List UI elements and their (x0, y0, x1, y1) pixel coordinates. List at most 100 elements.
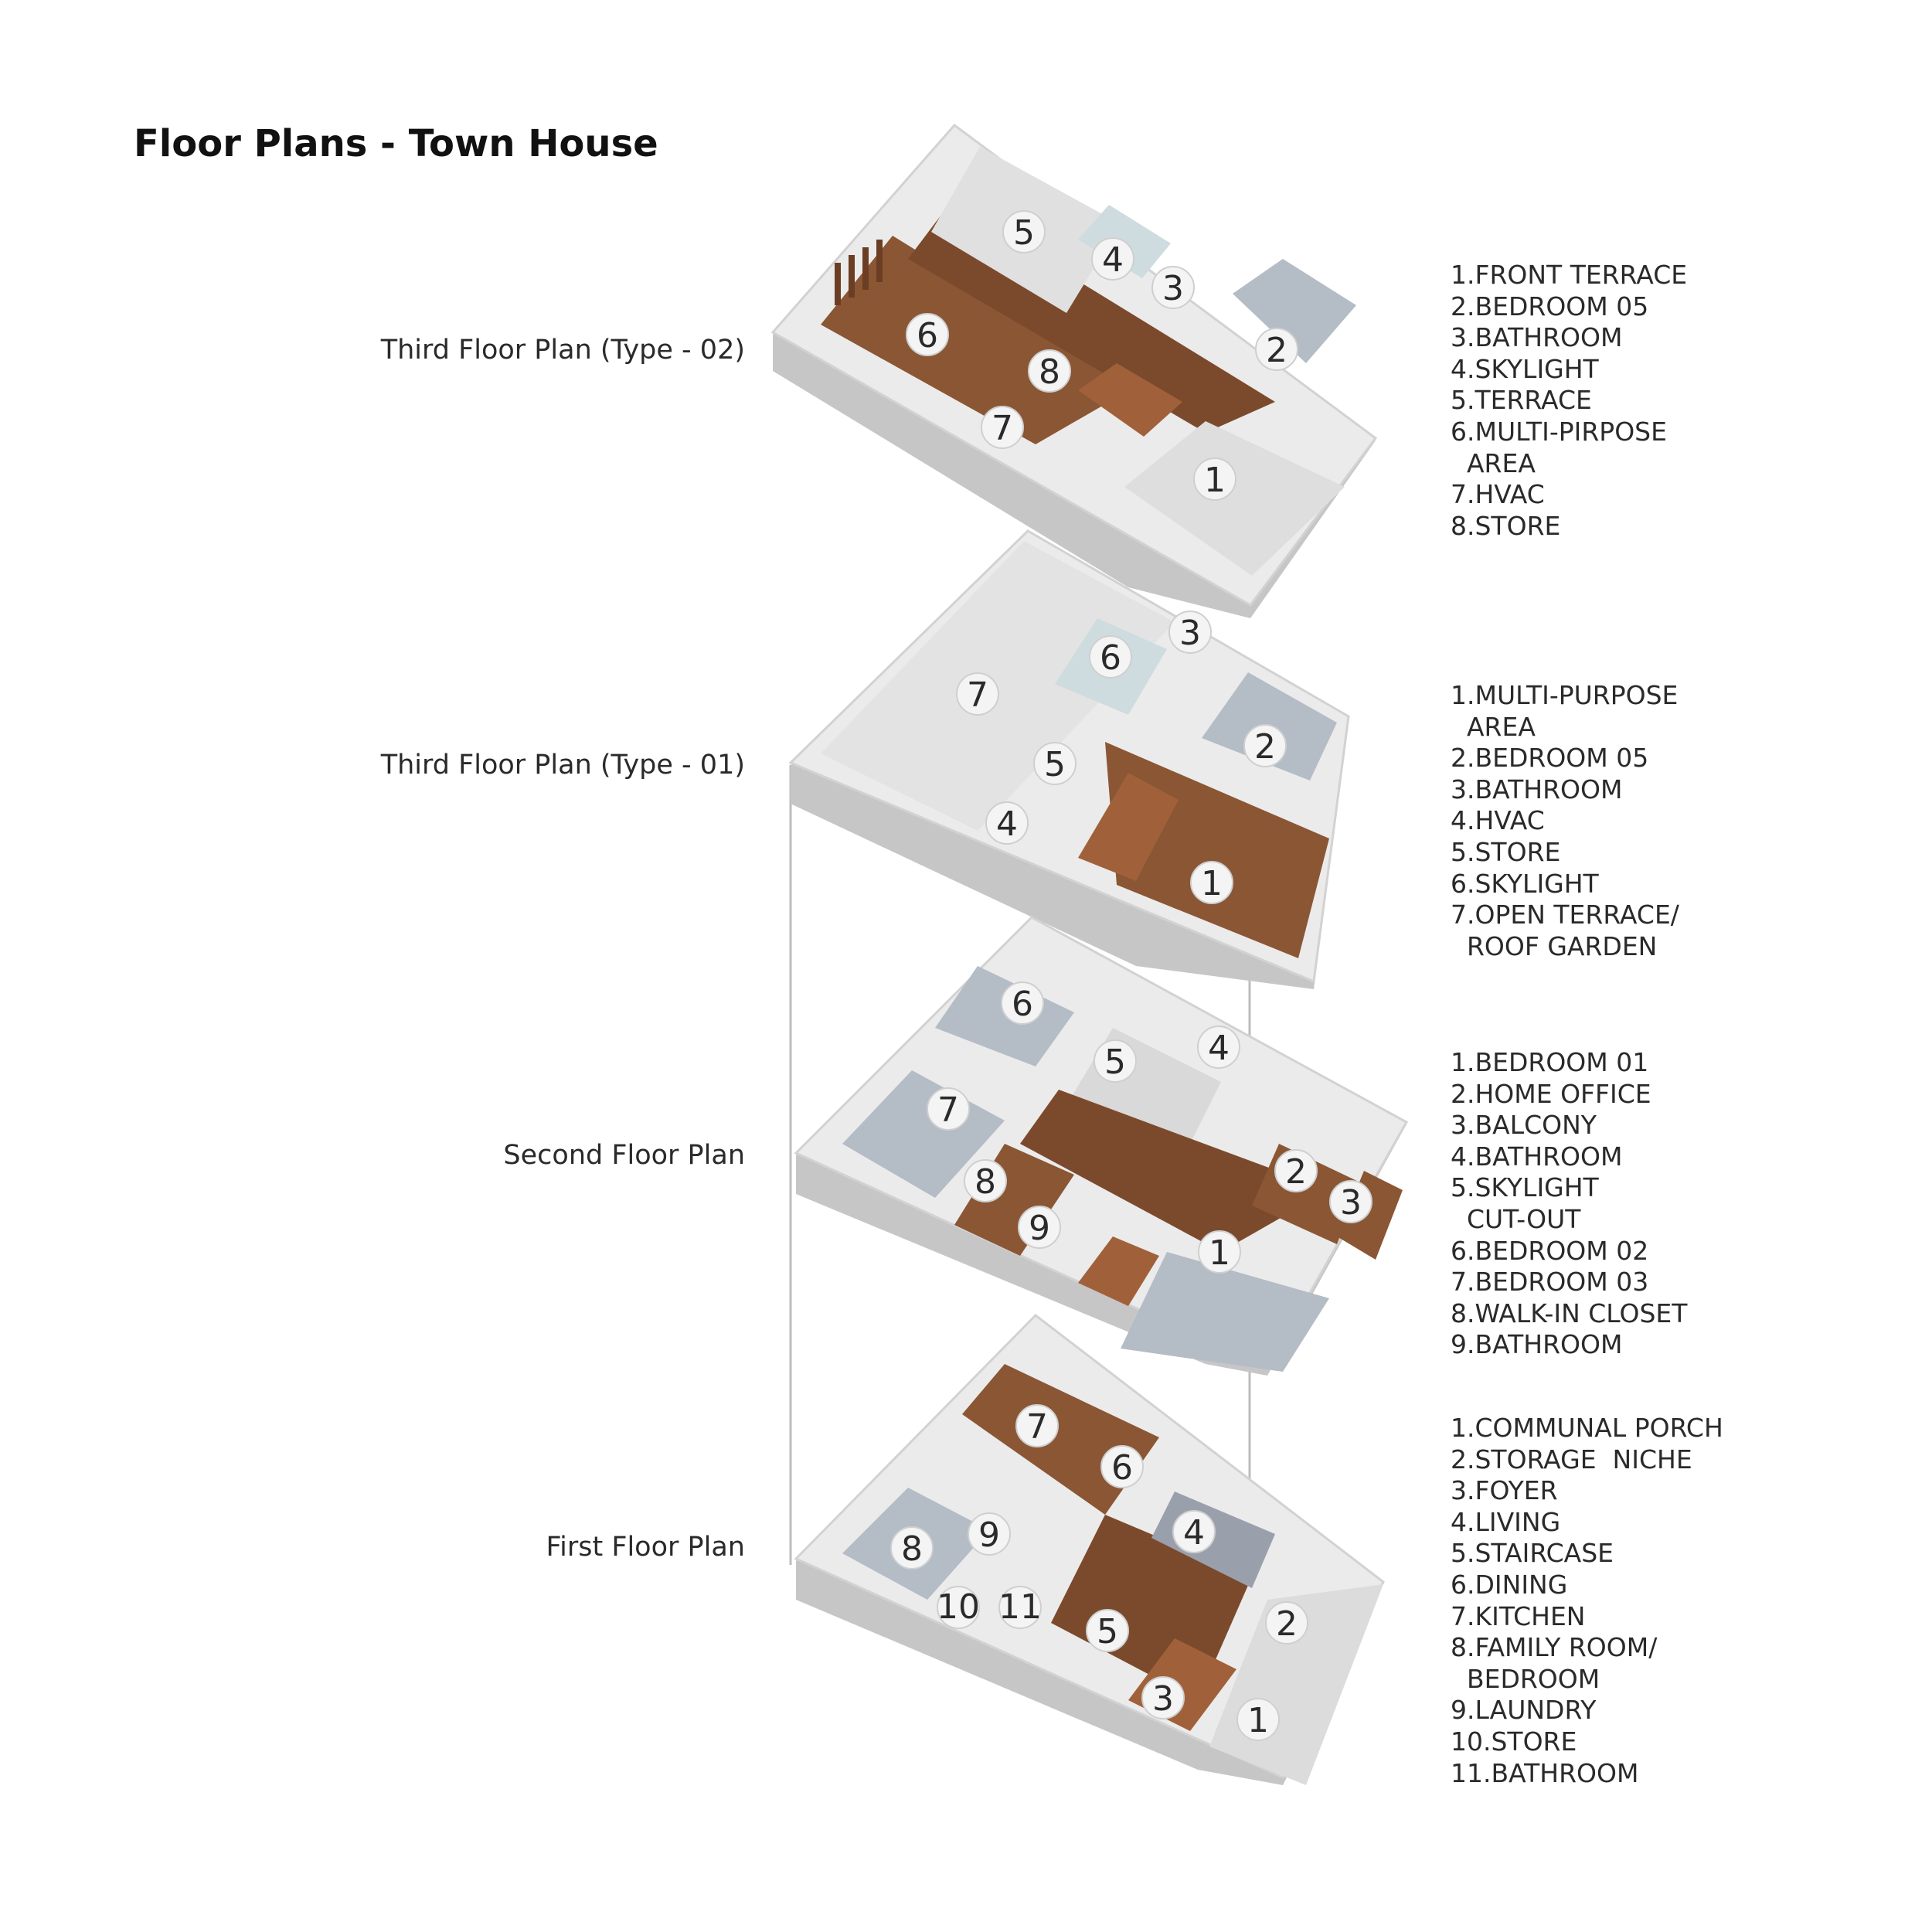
legend-item: 8.FAMILY ROOM/ (1451, 1632, 1658, 1663)
badge-number: 7 (967, 675, 988, 715)
badge-circle (890, 1526, 934, 1570)
badge-number: 4 (996, 804, 1018, 844)
badge-number: 2 (1266, 331, 1287, 370)
badge-circle (1091, 237, 1134, 281)
badge-circle (1193, 457, 1236, 501)
bedroom-02-floor (935, 966, 1074, 1066)
open-terrace-floor (821, 541, 1175, 831)
legend-item: 2.BEDROOM 05 (1451, 291, 1649, 321)
legend-item: 5.TERRACE (1451, 385, 1592, 416)
third-floor-type-01-label: Third Floor Plan (Type - 01) (380, 750, 745, 781)
louver (835, 263, 841, 305)
staircase (1078, 1236, 1159, 1306)
legend-item: BEDROOM (1451, 1663, 1600, 1694)
badge-number: 9 (978, 1515, 1000, 1555)
badge-circle (1255, 328, 1298, 371)
walk-in-closet-floor (954, 1144, 1074, 1256)
bedroom-01-floor (1121, 1252, 1329, 1372)
room-badges: 1 2 3 4 5 6 7 (956, 611, 1287, 904)
badge-circle (1168, 611, 1212, 654)
legend-item: 3.BATHROOM (1451, 774, 1623, 804)
badge-number: 8 (901, 1529, 923, 1569)
badge-circle (1094, 1039, 1137, 1083)
third-floor-type-01-plan: 1 2 3 4 5 6 7 (788, 529, 1350, 989)
badge-circle (1033, 742, 1077, 785)
badge-circle (906, 313, 949, 356)
badge-number: 6 (1012, 985, 1033, 1024)
legend-item: 2.STORAGE NICHE (1451, 1444, 1692, 1475)
badge-circle (1236, 1698, 1280, 1741)
legend-item: 4.HVAC (1451, 805, 1545, 836)
legend-item: 7.OPEN TERRACE/ (1451, 900, 1679, 930)
badge-number: 3 (1152, 1679, 1174, 1719)
badge-number: 1 (1201, 864, 1223, 903)
window-louvers (835, 240, 883, 305)
badge-circle (1329, 1180, 1372, 1223)
legend-item: 7.HVAC (1451, 479, 1545, 510)
badge-number: 4 (1183, 1513, 1205, 1553)
legend-item: 6.SKYLIGHT (1451, 868, 1599, 899)
badge-circle (1028, 349, 1071, 393)
badge-circle (937, 1586, 980, 1629)
legend-item: 11.BATHROOM (1451, 1757, 1639, 1788)
legend-item: 10.STORE (1451, 1726, 1577, 1757)
louver (876, 240, 883, 282)
staircase (1078, 773, 1179, 881)
legend-item: 9.LAUNDRY (1451, 1695, 1597, 1726)
staircase (1078, 363, 1182, 437)
badge-number: 5 (1104, 1043, 1126, 1082)
first-floor-plan: 1 2 3 4 5 6 7 8 9 10 11 (794, 1314, 1385, 1785)
legend-item: 2.HOME OFFICE (1451, 1078, 1651, 1109)
legend-item: 5.STAIRCASE (1451, 1538, 1614, 1569)
badge-circle (1086, 1609, 1129, 1652)
badge-number: 8 (975, 1162, 996, 1202)
badge-number: 1 (1247, 1701, 1269, 1740)
badge-number: 3 (1340, 1183, 1362, 1223)
badge-circle (1141, 1676, 1185, 1719)
balcony-floor (1337, 1171, 1403, 1260)
third-floor-type-02-legend: 1.FRONT TERRACE 2.BEDROOM 05 3.BATHROOM … (1451, 260, 1687, 542)
legend-item: 3.BALCONY (1451, 1110, 1597, 1141)
multi-purpose-area-floor (821, 236, 1136, 444)
room-badges: 1 2 3 4 5 6 7 8 (906, 210, 1298, 501)
badge-circle (927, 1087, 970, 1131)
legend-item: 3.BATHROOM (1451, 322, 1623, 353)
room-badges: 1 2 3 4 5 6 7 8 9 (927, 981, 1372, 1274)
badge-number: 1 (1204, 461, 1226, 500)
legend-item: 4.LIVING (1451, 1506, 1561, 1537)
legend-item: 1.BEDROOM 01 (1451, 1047, 1649, 1077)
badge-number: 2 (1276, 1604, 1298, 1644)
badge-number: 8 (1039, 352, 1060, 392)
louver (849, 255, 855, 298)
badge-number: 11 (998, 1587, 1042, 1627)
legend-item: 7.KITCHEN (1451, 1600, 1586, 1631)
third-floor-type-02-plan: 1 2 3 4 5 6 7 8 (770, 123, 1378, 618)
legend-item: 6.BEDROOM 02 (1451, 1235, 1649, 1266)
room-badges: 1 2 3 4 5 6 7 8 9 10 11 (890, 1404, 1308, 1741)
legend-item: 5.SKYLIGHT (1451, 1172, 1599, 1203)
badge-number: 2 (1285, 1152, 1307, 1192)
badge-circle (1243, 724, 1287, 767)
badge-number: 7 (992, 409, 1013, 448)
legend-item: 1.MULTI-PURPOSE (1451, 680, 1679, 710)
badge-number: 4 (1102, 240, 1124, 280)
first-floor-legend: 1.COMMUNAL PORCH 2.STORAGE NICHE 3.FOYER… (1451, 1413, 1723, 1789)
second-floor-legend: 1.BEDROOM 01 2.HOME OFFICE 3.BALCONY 4.B… (1451, 1047, 1687, 1361)
badge-circle (1198, 1230, 1241, 1274)
badge-circle (956, 672, 999, 716)
badge-circle (1265, 1601, 1308, 1645)
badge-circle (981, 406, 1024, 449)
badge-number: 3 (1162, 269, 1184, 308)
badge-number: 7 (937, 1090, 959, 1130)
badge-circle (968, 1512, 1011, 1556)
second-floor-label: Second Floor Plan (503, 1140, 745, 1171)
third-floor-type-02-label: Third Floor Plan (Type - 02) (380, 335, 745, 366)
bedroom-floor (1233, 259, 1356, 363)
badge-circle (1151, 266, 1195, 309)
badge-circle (1002, 210, 1046, 253)
badge-circle (1015, 1404, 1059, 1447)
legend-item: 4.SKYLIGHT (1451, 353, 1599, 384)
legend-item: 4.BATHROOM (1451, 1141, 1623, 1172)
badge-number: 3 (1179, 614, 1201, 653)
